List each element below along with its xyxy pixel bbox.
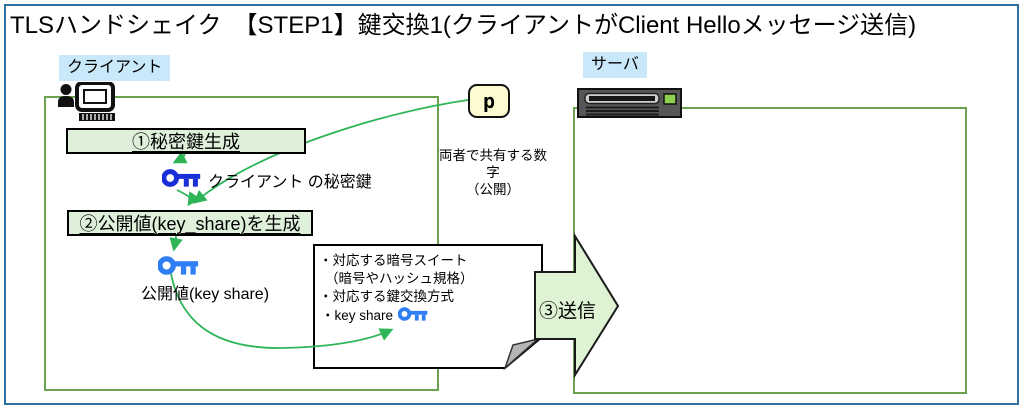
key-share-key-icon xyxy=(398,307,428,321)
connector-step1-to-secret-key xyxy=(172,151,188,164)
connector-step2-to-public-value xyxy=(169,235,183,252)
step1-label: ①秘密鍵生成 xyxy=(132,132,240,152)
secret-key-icon xyxy=(162,169,201,187)
secret-key-label: クライアント の秘密鍵 xyxy=(208,174,372,191)
server-icon xyxy=(577,88,682,118)
note-line-key-exchange: ・対応する鍵交換方式 xyxy=(319,289,454,304)
step1-box: ①秘密鍵生成 xyxy=(66,128,306,154)
note-line-key-share: ・key share xyxy=(321,304,429,324)
step2-label: ②公開値(key_share)を生成 xyxy=(79,214,301,234)
connector-secret-key-to-step2 xyxy=(176,189,201,207)
note-line-cipher-suite-detail: （暗号やハッシュ規格） xyxy=(325,271,474,286)
shared-number-p-box: p xyxy=(468,84,510,118)
connector-p-to-step2 xyxy=(192,99,469,204)
note-line-cipher-suite: ・対応する暗号スイート xyxy=(319,253,468,268)
connector-public-value-to-keyshare xyxy=(169,267,394,349)
public-value-key-icon xyxy=(158,256,199,275)
server-label: サーバ xyxy=(583,52,647,78)
shared-number-caption: 両者で共有する数字 （公開） xyxy=(439,148,547,197)
public-value-label: 公開値(key share) xyxy=(141,286,270,303)
server-region-box xyxy=(573,107,967,394)
shared-number-symbol: p xyxy=(482,89,496,113)
diagram-title: TLSハンドシェイク 【STEP1】鍵交換1(クライアントがClient Hel… xyxy=(10,12,917,39)
step2-box: ②公開値(key_share)を生成 xyxy=(67,210,313,236)
client-label: クライアント xyxy=(59,55,171,81)
send-arrow-shape xyxy=(534,232,620,379)
note-folded-corner xyxy=(503,338,539,371)
client-region-box xyxy=(44,96,439,391)
send-arrow-label: ③送信 xyxy=(539,301,597,322)
client-computer-icon xyxy=(58,82,115,121)
